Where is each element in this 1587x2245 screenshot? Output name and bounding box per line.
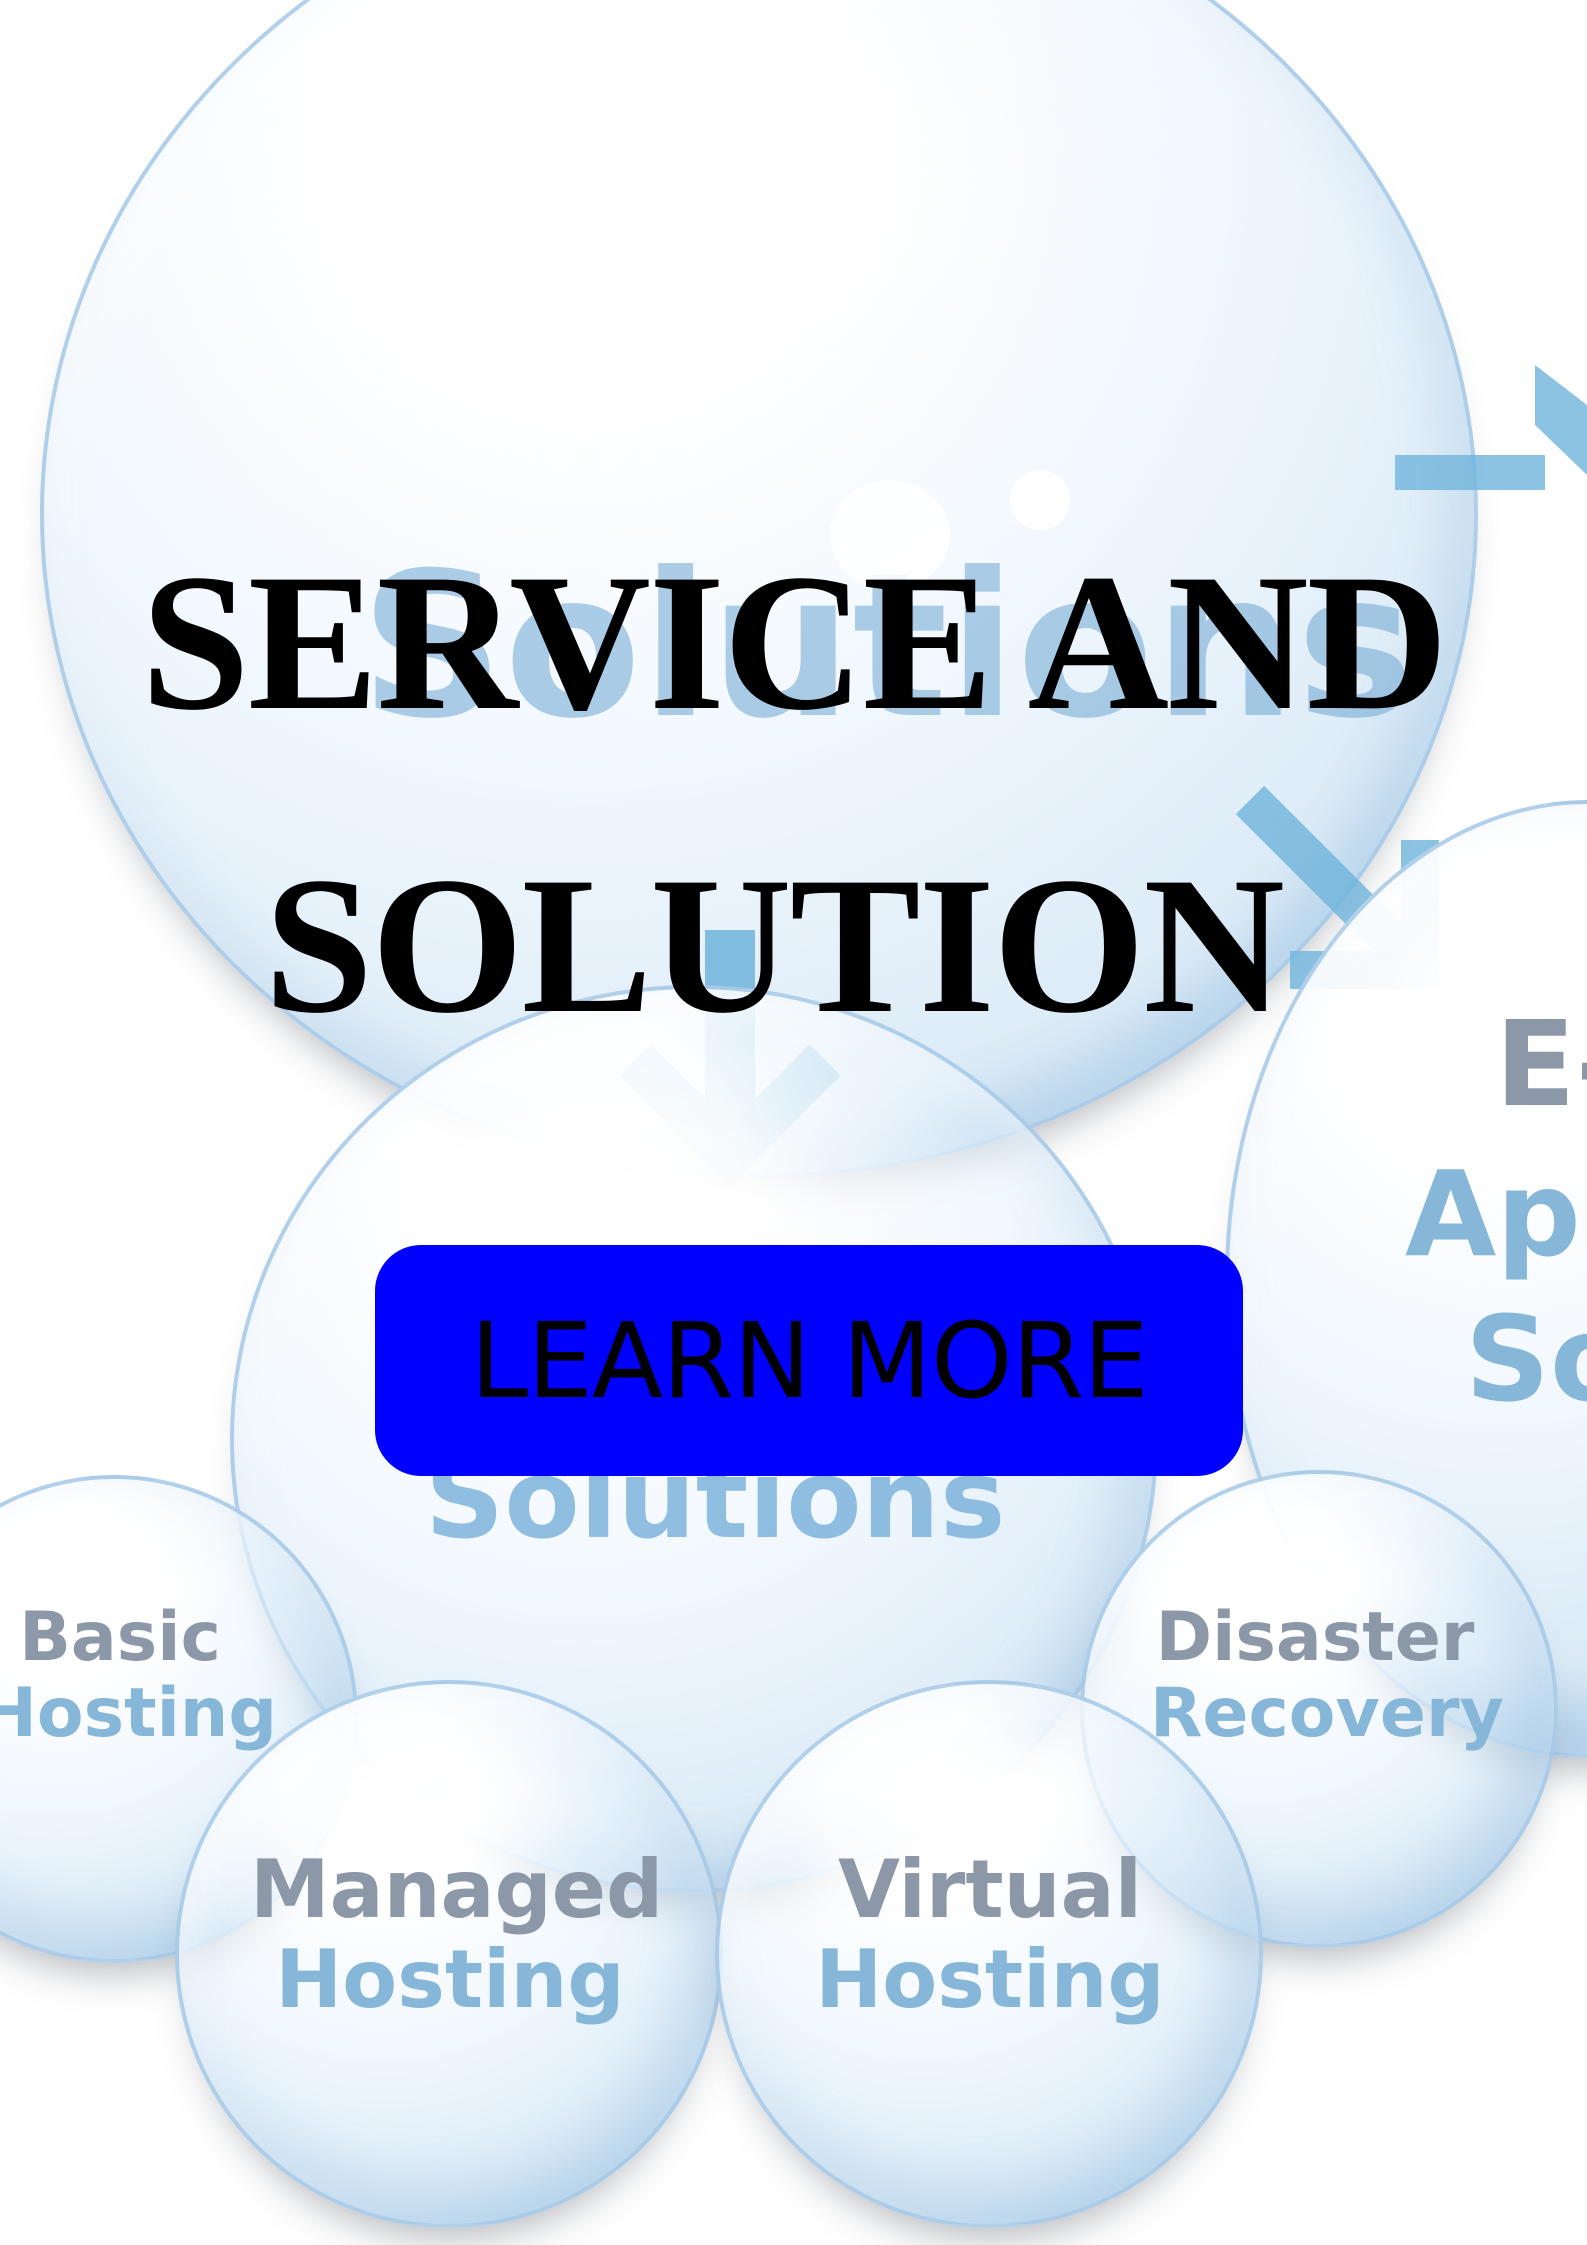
- managed-hosting-bubble: [175, 1680, 723, 2228]
- disaster-recovery-label: Disaster Recovery: [1150, 1598, 1504, 1754]
- managed-hosting-line1: Managed: [250, 1843, 664, 1936]
- virtual-hosting-line2: Hosting: [815, 1932, 1165, 2026]
- basic-hosting-line1: Basic: [19, 1598, 221, 1677]
- basic-hosting-line2: Hosting: [0, 1674, 278, 1754]
- basic-hosting-label: Basic Hosting: [0, 1598, 278, 1754]
- headline-line-1: SERVICE AND: [140, 534, 1448, 751]
- headline-line-2: SOLUTION: [264, 837, 1285, 1054]
- right-arrow-icon: [1395, 365, 1587, 490]
- right-bubble-text-1: E-: [1495, 995, 1587, 1133]
- disaster-recovery-line1: Disaster: [1155, 1598, 1475, 1677]
- highlight-dot: [1010, 470, 1070, 530]
- right-bubble-text-2: App: [1405, 1145, 1587, 1283]
- disaster-recovery-line2: Recovery: [1150, 1674, 1504, 1754]
- virtual-hosting-label: Virtual Hosting: [790, 1845, 1190, 2024]
- virtual-hosting-line1: Virtual: [838, 1843, 1142, 1936]
- highlight-dot: [830, 480, 950, 590]
- large-solutions-bubble: [40, 0, 1478, 1178]
- learn-more-button[interactable]: LEARN MORE: [375, 1245, 1243, 1476]
- right-bubble-text-3: So: [1465, 1290, 1587, 1428]
- managed-hosting-label: Managed Hosting: [250, 1843, 664, 2026]
- managed-hosting-line2: Hosting: [275, 1932, 625, 2026]
- virtual-hosting-bubble: [715, 1680, 1263, 2228]
